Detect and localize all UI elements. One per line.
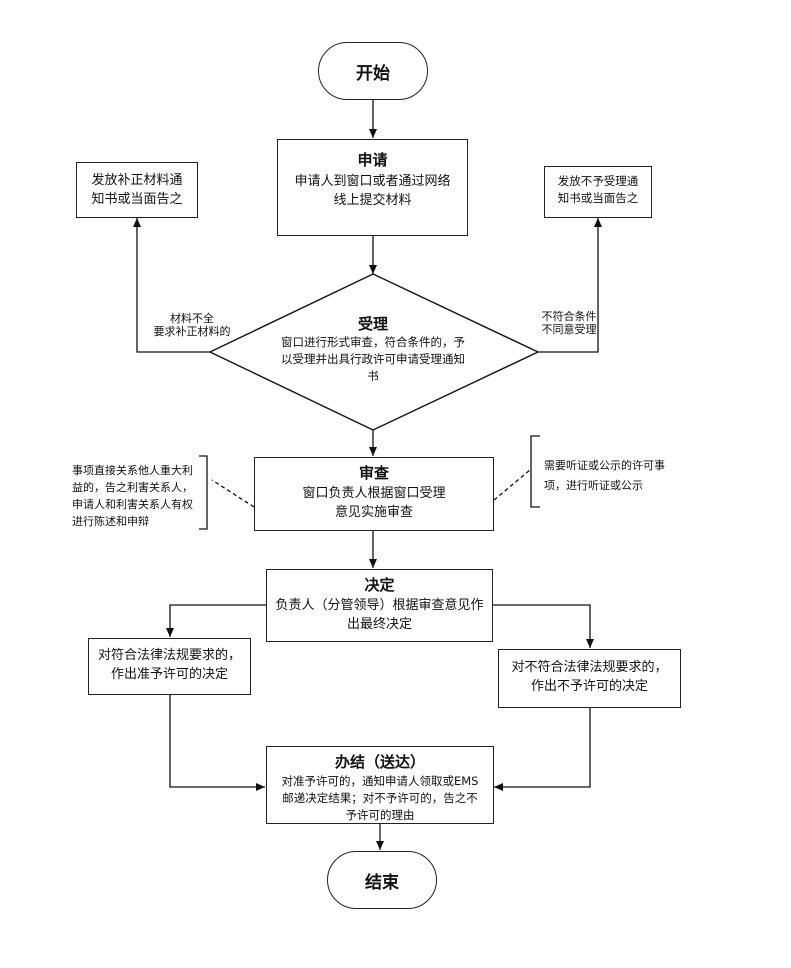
apply-box: 申请 申请人到窗口或者通过网络线上提交材料 [277, 139, 468, 236]
label-incomplete: 材料不全 要求补正材料的 [142, 312, 242, 338]
review-title: 审查 [358, 464, 389, 482]
apply-text: 申请人到窗口或者通过网络线上提交材料 [294, 174, 451, 208]
finish-box: 办结（送达） 对准予许可的，通知申请人领取或EMS邮递决定结果；对不予许可的，告… [266, 746, 494, 824]
end-terminal: 结束 [327, 851, 437, 909]
note-hearing-text: 需要听证或公示的许可事项，进行听证或公示 [544, 459, 665, 492]
decision-box: 决定 负责人（分管领导）根据审查意见作出最终决定 [266, 569, 493, 642]
accept-text: 窗口进行形式审查，符合条件的，予以受理并出具行政许可申请受理通知书 [281, 335, 465, 383]
label-not-qualified: 不符合条件 不同意受理 [534, 310, 604, 336]
right-notice-text: 发放不予受理通知书或当面告之 [557, 174, 639, 205]
start-terminal: 开始 [318, 42, 428, 100]
left-notice-box: 发放补正材料通知书或当面告之 [76, 162, 198, 218]
review-box: 审查 窗口负责人根据窗口受理意见实施审查 [254, 457, 494, 531]
end-label: 结束 [365, 872, 399, 893]
accept-title: 受理 [357, 315, 388, 333]
apply-title: 申请 [357, 151, 388, 169]
label-not-qualified-line2: 不同意受理 [541, 323, 597, 336]
label-incomplete-line1: 材料不全 [170, 312, 214, 325]
label-not-qualified-line1: 不符合条件 [541, 310, 597, 323]
label-incomplete-line2: 要求补正材料的 [153, 325, 231, 338]
start-label: 开始 [356, 63, 390, 84]
finish-title: 办结（送达） [334, 753, 425, 771]
review-text: 窗口负责人根据窗口受理意见实施审查 [302, 486, 446, 520]
note-hearing: 需要听证或公示的许可事项，进行听证或公示 [544, 456, 672, 496]
right-notice-box: 发放不予受理通知书或当面告之 [544, 166, 652, 218]
approve-text: 对符合法律法规要求的，作出准予许可的决定 [97, 648, 241, 682]
note-stakeholders: 事项直接关系他人重大利益的，告之利害关系人，申请人和利害关系人有权进行陈述和申辩 [72, 462, 200, 530]
reject-text: 对不符合法律法规要求的，作出不予许可的决定 [511, 660, 668, 694]
accept-content: 受理 窗口进行形式审查，符合条件的，予以受理并出具行政许可申请受理通知书 [280, 314, 466, 385]
finish-text: 对准予许可的，通知申请人领取或EMS邮递决定结果；对不予许可的，告之不予许可的理… [281, 774, 479, 822]
decision-text: 负责人（分管领导）根据审查意见作出最终决定 [275, 598, 484, 632]
accept-diamond [208, 273, 540, 431]
left-notice-text: 发放补正材料通知书或当面告之 [91, 173, 183, 207]
approve-box: 对符合法律法规要求的，作出准予许可的决定 [88, 638, 251, 695]
decision-title: 决定 [364, 576, 395, 594]
note-stakeholders-text: 事项直接关系他人重大利益的，告之利害关系人，申请人和利害关系人有权进行陈述和申辩 [72, 464, 193, 528]
reject-box: 对不符合法律法规要求的，作出不予许可的决定 [498, 649, 681, 708]
